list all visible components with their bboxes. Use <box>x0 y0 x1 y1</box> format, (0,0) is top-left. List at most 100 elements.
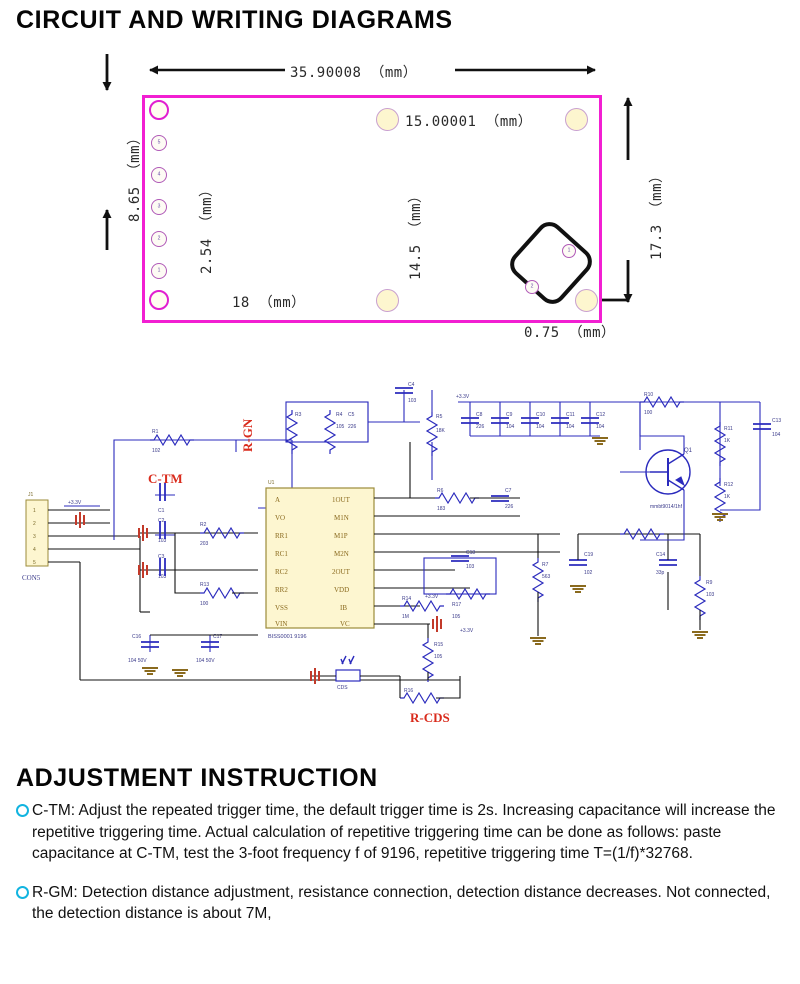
pcb-pad-label: 3 <box>157 203 161 210</box>
resistor-refdes: R17 <box>452 602 461 608</box>
capacitor-value: 103 <box>158 574 167 580</box>
capacitor-C14 <box>658 559 678 566</box>
net-label: +3.3V <box>456 394 470 400</box>
pcb-pad-top-middle <box>376 108 399 131</box>
connector-pin: 3 <box>33 534 36 540</box>
connector-pin: 4 <box>33 547 36 553</box>
ic-part-number: BISS0001 9196 <box>268 634 307 640</box>
capacitor-value: 226 <box>476 424 485 430</box>
resistor-refdes: R15 <box>434 642 443 648</box>
list-item-text: R-GM: Detection distance adjustment, res… <box>32 883 771 923</box>
photoresistor-label: CDS <box>337 685 348 691</box>
capacitor-value: 104 50V <box>196 658 215 664</box>
capacitor-value: 104 50V <box>128 658 147 664</box>
pcb-pad-top-right <box>565 108 588 131</box>
resistor-refdes: R13 <box>200 582 209 588</box>
capacitor-refdes: C5 <box>348 412 355 418</box>
dim-right-height: 17.3 （mm） <box>649 168 665 260</box>
resistor-value: 203 <box>200 541 209 547</box>
page-title-circuit: CIRCUIT AND WRITING DIAGRAMS <box>16 6 453 34</box>
resistor-refdes: R14 <box>402 596 411 602</box>
capacitor-refdes: C7 <box>505 488 512 494</box>
ground-symbol <box>171 669 189 677</box>
transistor-refdes: Q1 <box>684 448 693 454</box>
ground-symbol <box>711 513 729 521</box>
capacitor-refdes: C17 <box>213 634 222 640</box>
ground-symbol <box>75 511 85 529</box>
capacitor-refdes: C19 <box>584 552 593 558</box>
capacitor-refdes: C8 <box>476 412 483 418</box>
ground-symbol <box>432 615 442 633</box>
pcb-pad-1: 1 <box>151 263 167 279</box>
ic-pin-left: VSS <box>275 604 288 612</box>
connector-pin: 1 <box>33 508 36 514</box>
net-label-group: +3.3V <box>64 500 100 507</box>
capacitor-value: 103 <box>408 398 417 404</box>
connector-refdes: J1 <box>28 492 34 498</box>
ground-symbol <box>691 631 709 639</box>
capacitor-refdes: C10 <box>536 412 545 418</box>
resistor-value: 1K <box>724 494 731 500</box>
ic-pin-left: A <box>275 496 280 504</box>
dim-bottom-width: 18 （mm） <box>232 295 306 311</box>
resistor-refdes: R9 <box>706 580 713 586</box>
label-r-cds: R-CDS <box>410 710 450 725</box>
resistor-refdes: R10 <box>644 392 653 398</box>
capacitor-refdes: C4 <box>408 382 415 388</box>
pcb-dimension-drawing: 5 4 3 2 1 1 2 35.90008 （mm） 15.0000 <box>0 50 800 360</box>
transistor-Q1 <box>645 449 691 495</box>
capacitor-value: 226 <box>348 424 357 430</box>
resistor-refdes: R7 <box>542 562 549 568</box>
dim-bottom-right: 0.75 （mm） <box>524 325 616 341</box>
pcb-pad-3: 3 <box>151 199 167 215</box>
ic-body <box>265 487 375 629</box>
pcb-pad-label: 5 <box>157 139 161 146</box>
capacitor-value: 102 <box>584 570 593 576</box>
capacitor-value: 103 <box>466 564 475 570</box>
bullet-circle-icon <box>16 885 29 899</box>
resistor-value: 183 <box>437 506 446 512</box>
resistor-refdes: R4 <box>336 412 343 418</box>
resistor-value: 105 <box>434 654 443 660</box>
capacitor-refdes: C16 <box>132 634 141 640</box>
ic-pin-right: VC <box>340 620 350 628</box>
capacitor-refdes: C12 <box>596 412 605 418</box>
capacitor-refdes: C18 <box>466 550 475 556</box>
pcb-component-pad-1: 1 <box>562 244 576 258</box>
dim-pad-pitch: 2.54 （mm） <box>199 182 215 274</box>
pcb-pad-bottom-middle <box>376 289 399 312</box>
ground-symbol <box>141 667 159 675</box>
dim-width-top: 35.90008 （mm） <box>290 65 418 81</box>
page-title-adjustment: ADJUSTMENT INSTRUCTION <box>16 764 378 792</box>
ic-pin-left: VIN <box>275 620 287 628</box>
capacitor-C13 <box>752 423 772 430</box>
capacitor-refdes: C2 <box>158 518 165 524</box>
ic-pin-right: M2N <box>334 550 349 558</box>
ground-symbol <box>569 585 587 593</box>
ic-pin-left: VO <box>275 514 285 522</box>
circuit-schematic: J1 CON5 1 2 3 4 5 +3.3V R1 102 <box>0 380 800 750</box>
adjustment-list: C-TM: Adjust the repeated trigger time, … <box>16 800 784 942</box>
pcb-pad-label: 2 <box>157 235 161 242</box>
ic-pin-right: M1P <box>334 532 348 540</box>
capacitor-refdes: C11 <box>566 412 575 418</box>
ground-symbol <box>591 437 609 445</box>
capacitor-C19 <box>568 559 588 566</box>
capacitor-refdes: C9 <box>506 412 513 418</box>
resistor-value: 102 <box>152 448 161 454</box>
pcb-pad-bottom-right <box>575 289 598 312</box>
net-label: +3.3V <box>460 628 474 634</box>
list-item: C-TM: Adjust the repeated trigger time, … <box>16 800 784 865</box>
ic-pin-left: RR2 <box>275 586 288 594</box>
capacitor-value: 104 <box>536 424 545 430</box>
capacitor-value: 104 <box>566 424 575 430</box>
ic-pin-right: VDD <box>334 586 349 594</box>
photoresistor-cds <box>335 655 361 682</box>
resistor-value: 105 <box>452 614 461 620</box>
list-item-text: C-TM: Adjust the repeated trigger time, … <box>32 802 776 862</box>
ic-pin-right: 2OUT <box>332 568 351 576</box>
label-r-gn: R-GN <box>240 418 255 452</box>
pcb-pad-4: 4 <box>151 167 167 183</box>
capacitor-value: 226 <box>505 504 514 510</box>
label-c-tm: C-TM <box>148 471 183 486</box>
